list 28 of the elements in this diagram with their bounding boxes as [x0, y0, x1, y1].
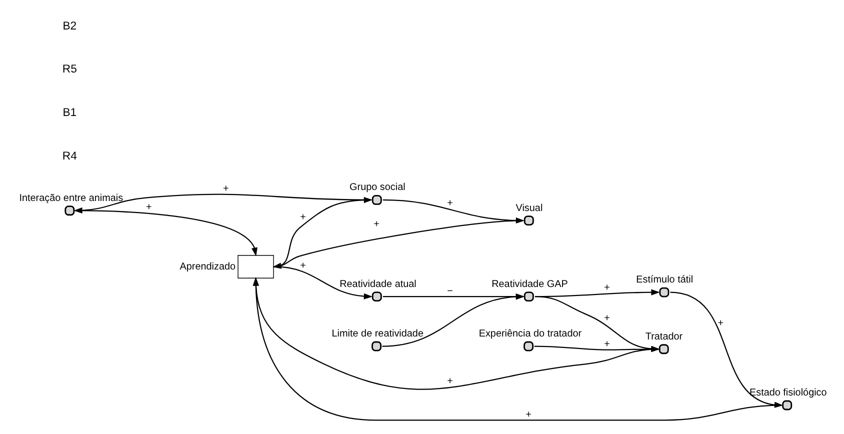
edge-label: +: [374, 219, 380, 230]
edge-label: +: [604, 312, 610, 324]
node-label: Reatividade GAP: [492, 278, 568, 290]
node-label: Visual: [516, 202, 543, 214]
edge-label: +: [526, 409, 532, 420]
edge-label: +: [447, 198, 453, 209]
node-label: Estímulo tátil: [636, 274, 694, 286]
edge-label: +: [604, 282, 610, 294]
edge-label: +: [718, 318, 724, 329]
node-label: Estado fisiológico: [749, 387, 827, 398]
node-label: Limite de reatividade: [332, 328, 424, 340]
edge-label: +: [300, 212, 306, 223]
edge-label: +: [146, 202, 152, 214]
edge-label: +: [300, 260, 306, 272]
label: R5: [62, 64, 77, 76]
label: B2: [62, 20, 77, 32]
node-label: Interação entre animais: [19, 192, 124, 204]
node-label: Grupo social: [350, 182, 406, 194]
node-label: Aprendizado: [180, 261, 236, 272]
edge-label: −: [447, 286, 453, 297]
label: B1: [62, 106, 77, 119]
label: R4: [62, 150, 77, 162]
node-label: Reatividade atual: [340, 278, 416, 290]
edge-label: +: [604, 339, 610, 350]
edge-label: +: [447, 376, 453, 388]
node-label: Experiência do tratador: [478, 328, 582, 340]
edge-label: +: [223, 184, 229, 195]
node-label: Tratador: [645, 331, 683, 342]
